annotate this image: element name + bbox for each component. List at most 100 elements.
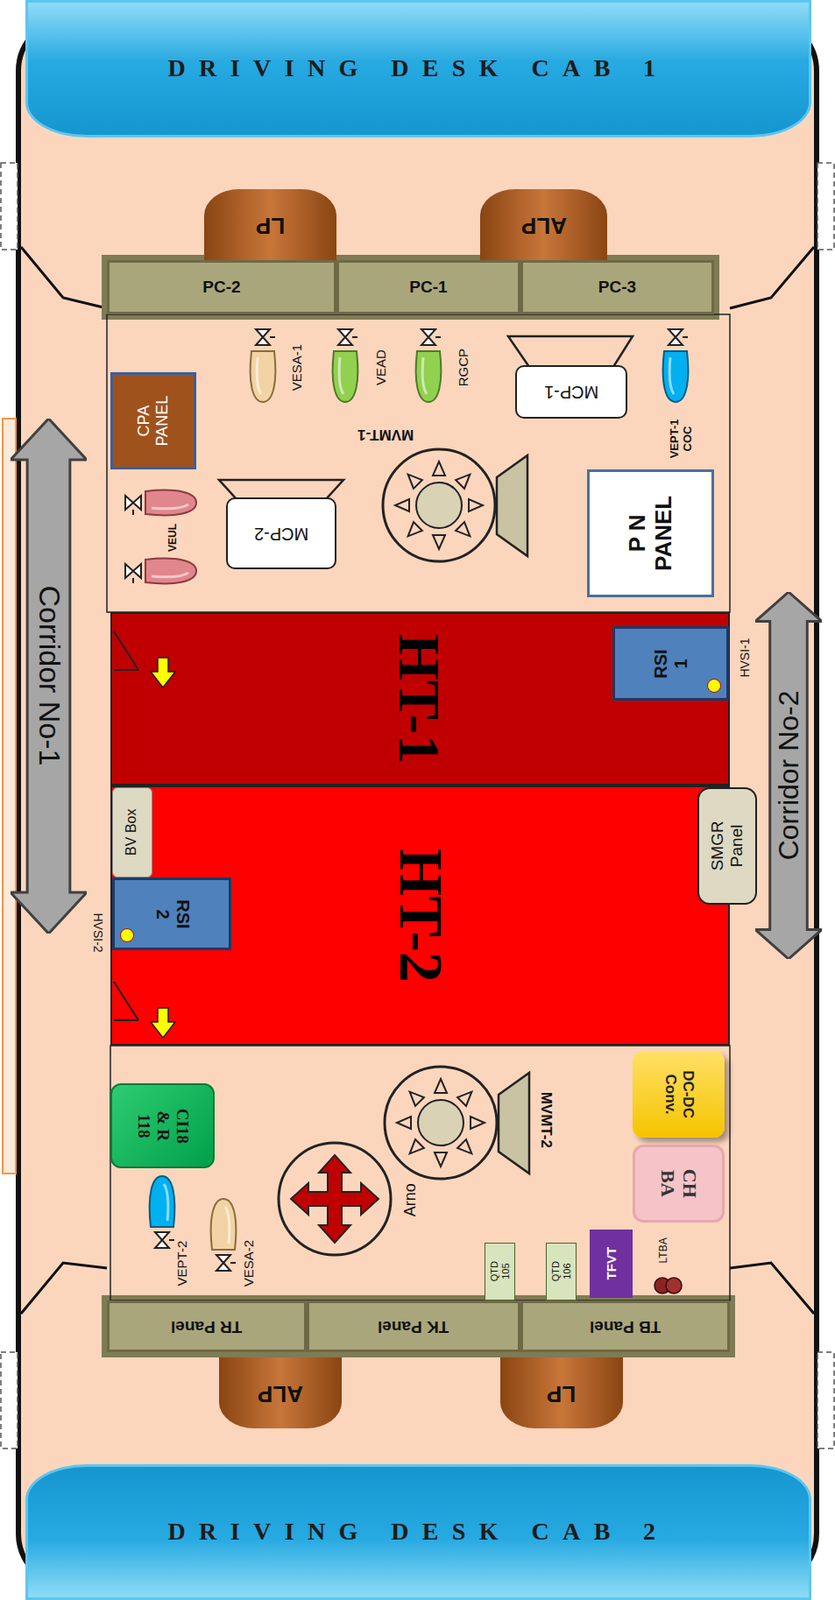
node-text: RSI 1 — [651, 643, 692, 684]
arrow-outline — [755, 592, 822, 960]
coupler-box — [0, 162, 18, 250]
door-line — [113, 982, 139, 1021]
panel-box: PC-2 — [106, 260, 337, 315]
pilot-seat: LP — [500, 1358, 623, 1430]
part-label: VEUL — [167, 523, 180, 552]
door-line — [113, 631, 139, 671]
indicator-dot — [707, 679, 722, 694]
smgr-panel: SMGR Panel — [697, 787, 758, 906]
yellow-arrow — [150, 658, 176, 688]
valve-symbol — [125, 495, 142, 516]
valve-symbol — [668, 329, 688, 346]
fan-blade — [434, 1079, 447, 1094]
fan-blade — [396, 1117, 411, 1130]
node-text: CH BA — [656, 1167, 701, 1203]
room-outline — [110, 1046, 730, 1302]
node-text: HT-1 — [385, 634, 454, 765]
compressor-box: MCP-2 — [226, 497, 337, 570]
coupler-box — [817, 1352, 835, 1450]
valve-body — [416, 351, 442, 403]
node-text: MCP-2 — [254, 523, 309, 545]
label-box: VEPT-1 COC — [657, 410, 707, 468]
node-text: PC-3 — [598, 277, 637, 298]
ht-compartment: HT-2BV BoxRSI 2SMGR Panel — [110, 785, 730, 1047]
valve-shine — [151, 504, 189, 510]
part-label: VESA-2 — [240, 1240, 256, 1288]
qtd-box: QTD 105 — [484, 1243, 516, 1302]
node-text: RSI 2 — [151, 894, 192, 935]
blower-hub — [417, 1100, 464, 1147]
panel-frame — [101, 254, 720, 320]
node-text: TR Panel — [170, 1317, 242, 1338]
coupler-box — [0, 1352, 18, 1450]
fan-blade — [434, 1153, 447, 1168]
valve-shine — [422, 357, 427, 395]
compressor-box: MCP-1 — [515, 365, 628, 419]
label-box: VEUL — [159, 518, 188, 558]
indicator-dot — [120, 928, 135, 943]
label-box: LTBA — [651, 1228, 677, 1274]
door-marker — [112, 976, 192, 1056]
arrow-outline — [10, 418, 87, 935]
node-text: QTD 106 — [550, 1259, 573, 1286]
room-outline — [106, 314, 730, 613]
arno-arrows — [290, 1155, 379, 1244]
valve-shine — [339, 357, 344, 395]
corridor-arrow: Corridor No-1 — [10, 418, 87, 935]
valve-symbol — [338, 329, 358, 346]
fan-blade — [455, 522, 475, 541]
ht-compartment: HT-1 RSI 1 — [110, 612, 730, 786]
driving-desk: DRIVING DESK CAB 1 — [25, 0, 812, 138]
node-text: TK Panel — [377, 1317, 449, 1338]
node-text: BV Box — [124, 809, 141, 857]
part-label: LTBA — [658, 1238, 671, 1264]
corridor-strip — [2, 418, 16, 1175]
valve-shine — [163, 1184, 169, 1222]
panel-frame — [101, 1295, 736, 1359]
part-label: MVMT-2 — [537, 1092, 555, 1149]
part-label: VEPT-2 — [174, 1241, 190, 1288]
part-label: HVSI-2 — [91, 912, 106, 953]
part-label: VESA-1 — [289, 344, 305, 391]
panel-box: TR Panel — [106, 1301, 307, 1353]
fan-blade — [457, 1088, 476, 1107]
part-label: Arno — [401, 1183, 420, 1218]
node-text: QTD 105 — [488, 1259, 511, 1286]
fan-blade — [405, 1139, 425, 1159]
valve-body — [663, 351, 689, 403]
bv-box: BV Box — [112, 787, 153, 878]
node-text: LP — [255, 212, 285, 239]
node-text: ALP — [257, 1380, 304, 1408]
fan-blade — [470, 1117, 485, 1130]
panel-box: PC-3 — [520, 260, 715, 315]
label-box: MVMT-1 — [336, 421, 435, 448]
fan-blade — [432, 461, 446, 476]
yellow-arrow — [150, 1008, 176, 1039]
door-notch — [729, 247, 814, 309]
node-text: CI18& R118 — [134, 1108, 192, 1146]
node-text: CPA PANEL — [134, 394, 171, 449]
valve-body — [145, 490, 197, 517]
label-box: HVSI-1 — [734, 620, 756, 696]
label-box: VEPT-2 — [171, 1228, 193, 1301]
valve-body — [250, 351, 276, 403]
node-text: P N PANEL — [624, 494, 678, 574]
node-text: TB Panel — [589, 1317, 661, 1338]
fan-blade — [403, 470, 423, 489]
node-text: ALP — [521, 212, 567, 239]
fan-blade — [455, 470, 475, 489]
valve-body — [332, 351, 359, 403]
valve-body — [145, 559, 197, 585]
fan-blade — [403, 522, 423, 541]
label-box: HVSI-2 — [87, 891, 109, 975]
driving-desk: DRIVING DESK CAB 2 — [25, 1464, 812, 1600]
node-text: DC-DC Conv. — [661, 1068, 696, 1123]
valve-symbol — [255, 329, 276, 346]
label-box: RGCP — [452, 331, 475, 405]
fan-blade — [405, 1088, 425, 1107]
fan-blade — [395, 499, 410, 512]
label-box: VEAD — [368, 331, 392, 405]
rsi-box: RSI 1 — [612, 626, 729, 701]
part-label: MVMT-1 — [357, 425, 414, 444]
